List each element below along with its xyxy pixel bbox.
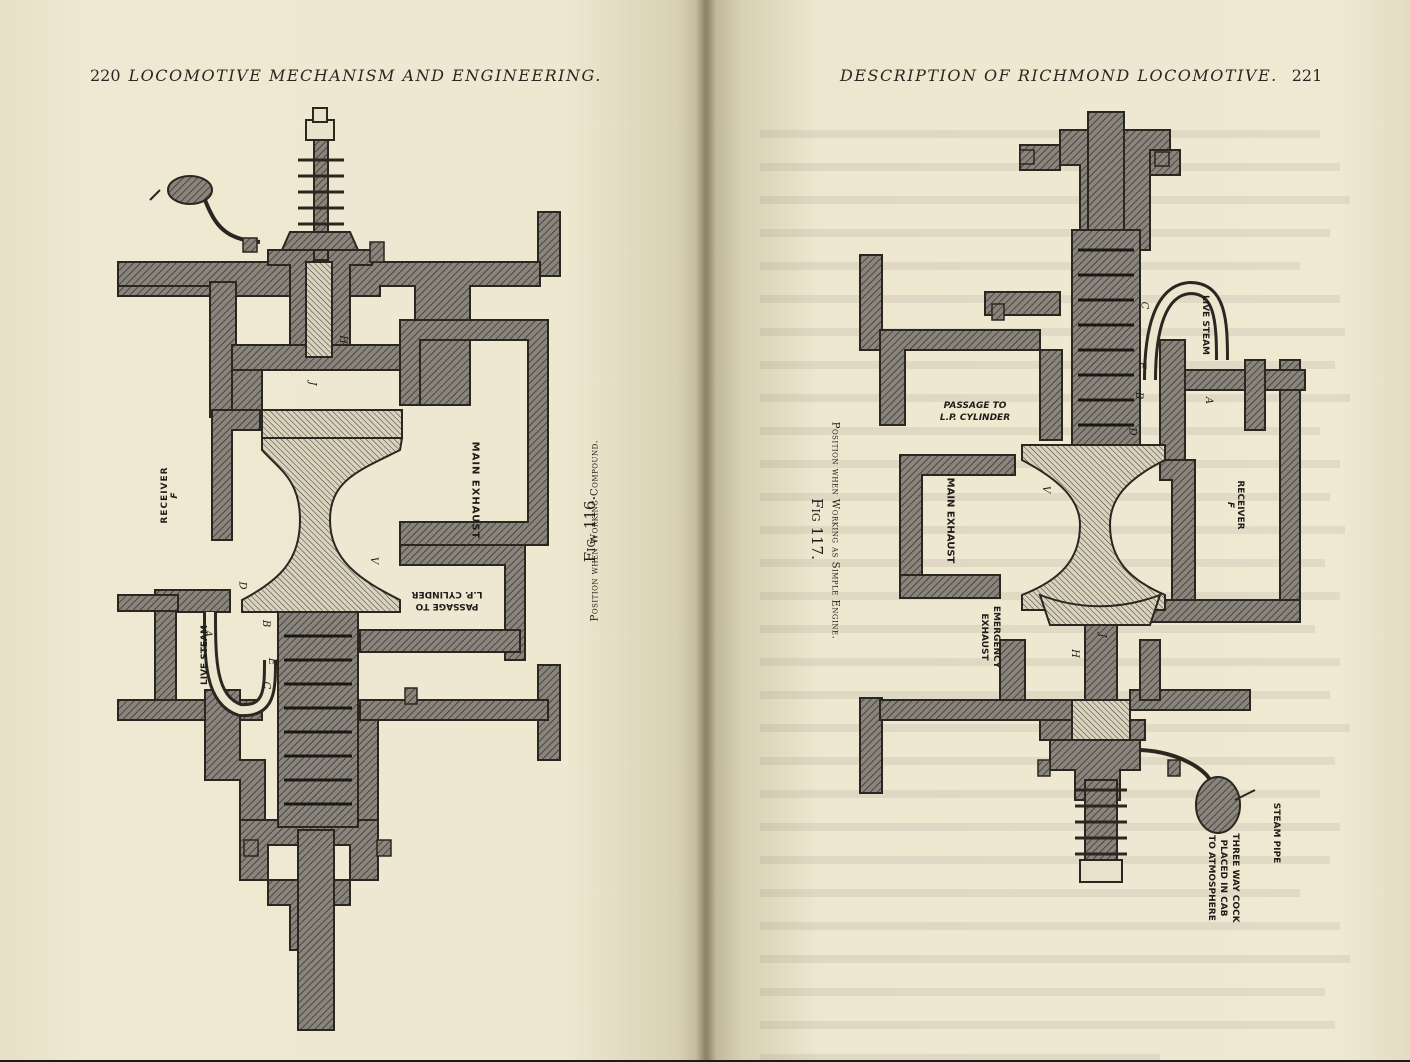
right-label-main-exhaust: MAIN EXHAUST bbox=[944, 477, 956, 564]
left-running-head: 220 LOCOMOTIVE MECHANISM AND ENGINEERING. bbox=[90, 66, 602, 85]
left-head-title: LOCOMOTIVE MECHANISM AND ENGINEERING. bbox=[128, 66, 602, 85]
figure-117-caption-text: Position when Working as Simple Engine. bbox=[829, 421, 841, 640]
right-running-head: DESCRIPTION OF RICHMOND LOCOMOTIVE. 221 bbox=[840, 66, 1322, 85]
book-gutter bbox=[696, 0, 716, 1060]
right-label-passage: PASSAGE TO L.P. CYLINDER bbox=[939, 401, 1011, 423]
right-label-receiver: RECEIVER F bbox=[1225, 480, 1245, 530]
right-head-title: DESCRIPTION OF RICHMOND LOCOMOTIVE. bbox=[840, 66, 1278, 85]
right-label-live-steam: LIVE STEAM bbox=[1200, 294, 1210, 356]
right-letter-h: H bbox=[1068, 649, 1080, 658]
right-letter-v: V bbox=[1040, 485, 1052, 494]
right-letter-e: E bbox=[1136, 361, 1148, 370]
right-label-three-way-cock: THREE WAY COCK PLACED IN CAB TO ATMOSPHE… bbox=[1206, 833, 1240, 923]
right-label-emergency-exhaust: EMERGENCY EXHAUST bbox=[979, 605, 1001, 669]
right-letter-b: B bbox=[1133, 391, 1145, 400]
right-letter-j: J bbox=[1096, 633, 1108, 638]
left-page: 220 LOCOMOTIVE MECHANISM AND ENGINEERING. bbox=[0, 0, 706, 1060]
right-letter-c: C bbox=[1138, 301, 1150, 310]
figure-116-drawing bbox=[117, 107, 561, 1031]
figure-117-caption: Position when Working as Simple Engine. bbox=[830, 396, 841, 666]
left-page-number: 220 bbox=[90, 66, 121, 85]
right-letter-a: A bbox=[1203, 396, 1215, 405]
right-label-steam-pipe: STEAM PIPE bbox=[1271, 802, 1281, 864]
right-page-number: 221 bbox=[1291, 66, 1323, 85]
right-letter-d: D bbox=[1126, 427, 1138, 436]
figure-117-number: Fig 117. bbox=[808, 498, 826, 560]
